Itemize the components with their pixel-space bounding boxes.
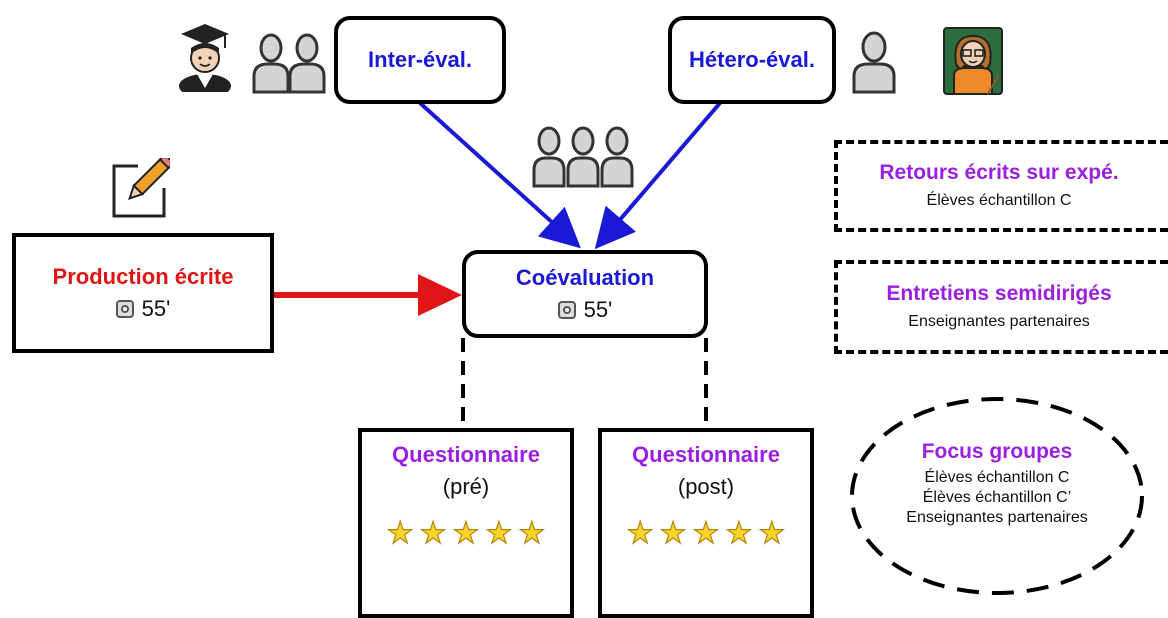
star-icon: ★ <box>725 516 753 550</box>
questionnaire-post-rating: ★ ★ ★ ★ ★ <box>602 516 810 551</box>
star-icon: ★ <box>419 516 447 550</box>
production-duration: 55' <box>141 296 171 321</box>
inter-eval-label: Inter-éval. <box>368 47 472 72</box>
questionnaire-post-title: Questionnaire <box>632 442 780 467</box>
star-icon: ★ <box>758 516 786 550</box>
graduate-icon <box>179 24 231 92</box>
production-title: Production écrite <box>52 264 234 289</box>
timer-icon <box>557 301 576 319</box>
questionnaire-pre-box: Questionnaire (pré) ★ ★ ★ ★ ★ <box>358 428 574 618</box>
focus-line-2: Élèves échantillon C’ <box>922 489 1072 506</box>
coevaluation-timer: 55' <box>557 297 613 323</box>
star-icon: ★ <box>626 516 654 550</box>
questionnaire-post-box: Questionnaire (post) ★ ★ ★ ★ ★ <box>598 428 814 618</box>
focus-line-1: Élèves échantillon C <box>924 469 1070 486</box>
retours-box: Retours écrits sur expé. Élèves échantil… <box>834 140 1168 232</box>
star-icon: ★ <box>386 516 414 550</box>
focus-groups-content: Focus groupes Élèves échantillon C Élève… <box>880 440 1114 552</box>
questionnaire-post-subtitle: (post) <box>677 474 735 499</box>
timer-icon <box>115 300 134 318</box>
questionnaire-pre-subtitle: (pré) <box>442 474 490 499</box>
star-icon: ★ <box>485 516 513 550</box>
connectors-layer <box>272 101 1144 595</box>
inter-eval-box: Inter-éval. <box>334 16 506 104</box>
retours-title: Retours écrits sur expé. <box>879 161 1119 184</box>
star-icon: ★ <box>659 516 687 550</box>
focus-line-3: Enseignantes partenaires <box>906 509 1088 526</box>
star-icon: ★ <box>518 516 546 550</box>
focus-group-ellipse <box>850 397 1144 595</box>
coevaluation-duration: 55' <box>583 297 613 322</box>
hetero-eval-box: Hétero-éval. <box>668 16 836 104</box>
production-timer: 55' <box>115 296 171 322</box>
questionnaire-pre-title: Questionnaire <box>392 442 540 467</box>
questionnaire-pre-rating: ★ ★ ★ ★ ★ <box>362 516 570 551</box>
arrow-inter-to-coeval <box>418 101 581 249</box>
pair-people-icon <box>252 33 326 94</box>
arrow-production-head <box>418 274 462 316</box>
coevaluation-title: Coévaluation <box>515 265 655 290</box>
teacher-icon <box>943 27 1003 95</box>
group-people-icon <box>532 126 634 188</box>
star-icon: ★ <box>452 516 480 550</box>
pencil-note-icon <box>112 158 170 218</box>
coevaluation-box: Coévaluation 55' <box>462 250 708 338</box>
entretiens-title: Entretiens semidirigés <box>886 282 1112 305</box>
star-icon: ★ <box>692 516 720 550</box>
entretiens-subtitle: Enseignantes partenaires <box>908 313 1090 330</box>
arrow-hetero-to-coeval <box>594 101 722 250</box>
entretiens-box: Entretiens semidirigés Enseignantes part… <box>834 260 1168 354</box>
hetero-eval-label: Hétero-éval. <box>689 47 815 72</box>
focus-title: Focus groupes <box>921 440 1073 463</box>
production-box: Production écrite 55' <box>12 233 274 353</box>
single-person-icon <box>852 31 896 94</box>
retours-subtitle: Élèves échantillon C <box>926 192 1072 209</box>
